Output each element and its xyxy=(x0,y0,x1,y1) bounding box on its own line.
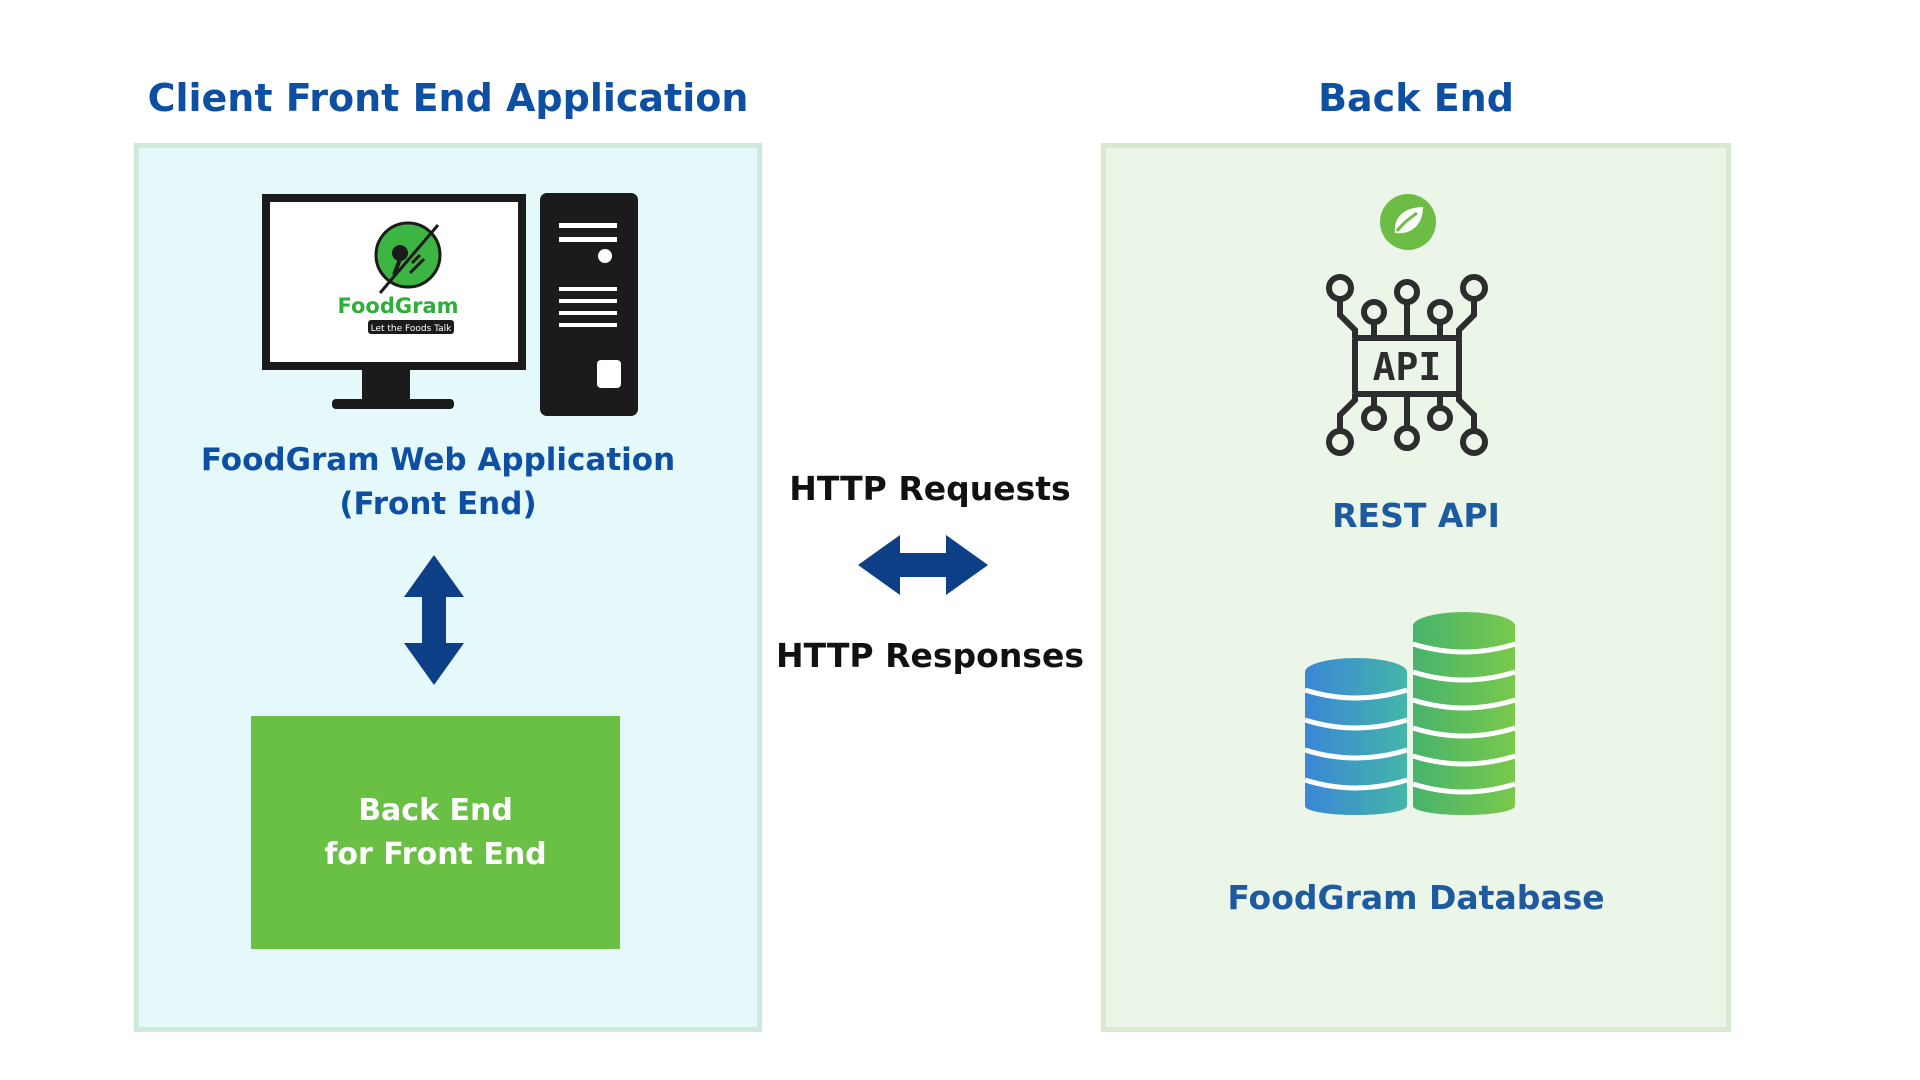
bff-label-line1: Back End xyxy=(358,792,513,828)
bff-label-line2: for Front End xyxy=(324,836,547,872)
http-responses-label: HTTP Responses xyxy=(776,636,1084,675)
vertical-double-arrow-icon xyxy=(404,555,464,685)
web-app-label-line2: (Front End) xyxy=(339,486,537,522)
client-section-title: Client Front End Application xyxy=(147,76,749,120)
foodgram-logo-tagline: Let the Foods Talk xyxy=(371,324,453,334)
database-label: FoodGram Database xyxy=(1227,878,1605,917)
horizontal-double-arrow-icon xyxy=(858,535,988,595)
monitor-neck xyxy=(362,370,410,400)
api-circuit-icon: API xyxy=(1326,274,1488,456)
api-icon-text: API xyxy=(1373,345,1442,389)
http-requests-label: HTTP Requests xyxy=(789,469,1071,508)
web-app-label-line1: FoodGram Web Application xyxy=(200,442,676,478)
spring-leaf-icon xyxy=(1380,194,1436,250)
database-icon xyxy=(1305,612,1515,815)
rest-api-label: REST API xyxy=(1332,496,1500,535)
bff-box: Back End for Front End xyxy=(251,716,620,949)
desktop-computer-icon: FoodGram Let the Foods Talk xyxy=(262,193,638,416)
monitor-base xyxy=(332,399,454,409)
backend-section-title: Back End xyxy=(1318,76,1514,120)
foodgram-logo: FoodGram Let the Foods Talk xyxy=(337,221,459,334)
foodgram-logo-text: FoodGram xyxy=(337,294,458,318)
